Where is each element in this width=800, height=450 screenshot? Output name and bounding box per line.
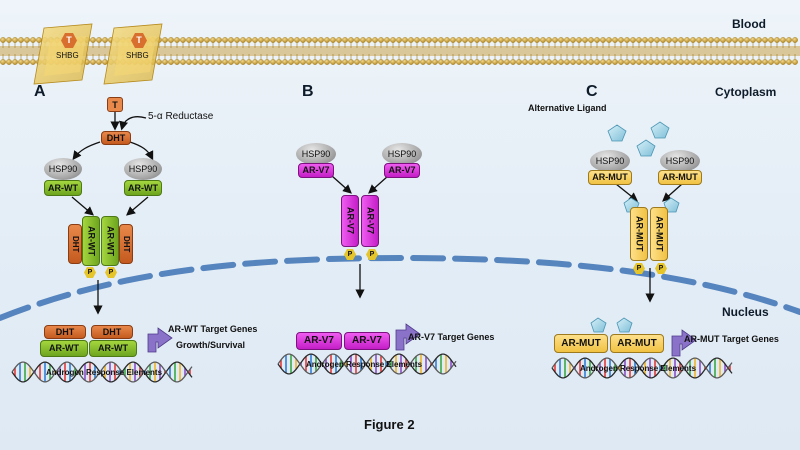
hsp90-a-left: HSP90 (44, 158, 82, 180)
are-label-a: Androgen Response Elements (46, 368, 163, 377)
hsp90-a-right: HSP90 (124, 158, 162, 180)
shbg-carrier-2 (103, 23, 163, 85)
reductase-label: 5-α Reductase (148, 111, 214, 122)
alternative-ligands (590, 121, 680, 333)
panel-b-letter: B (302, 83, 314, 100)
nucleus-label: Nucleus (722, 305, 769, 319)
are-label-c: Androgen Response Elements (580, 364, 697, 373)
ar-wt-dna-left: AR-WT (40, 340, 88, 357)
phospho-a-right: P (105, 267, 117, 278)
shbg-label-2: SHBG (126, 51, 149, 60)
dht-dna-right: DHT (91, 325, 133, 339)
ar-wt-dimer-left: AR-WT (82, 216, 100, 266)
ar-mut-c-right: AR-MUT (658, 170, 702, 185)
ar-mut-dna-right: AR-MUT (610, 334, 664, 353)
ar-v7-b-right: AR-V7 (384, 163, 420, 178)
shbg-hormone-1: T (61, 33, 77, 48)
nuclear-envelope (0, 254, 800, 321)
phospho-a-left: P (84, 267, 96, 278)
dht-product-box: DHT (101, 131, 131, 145)
ar-mut-dimer-left: AR-MUT (630, 207, 648, 261)
ar-mut-dimer-right: AR-MUT (650, 207, 668, 261)
alternative-ligand-label: Alternative Ligand (528, 103, 607, 113)
phospho-c-right: P (655, 263, 667, 274)
ar-v7-dna-left: AR-V7 (296, 332, 342, 350)
dht-dimer-right: DHT (119, 224, 133, 264)
ar-wt-a-right: AR-WT (124, 180, 162, 196)
hsp90-b-left: HSP90 (296, 143, 336, 165)
ar-v7-target-genes: AR-V7 Target Genes (408, 332, 495, 342)
growth-survival-label: Growth/Survival (176, 340, 246, 350)
ar-v7-dimer-left: AR-V7 (341, 195, 359, 247)
ar-wt-dimer-right: AR-WT (101, 216, 119, 266)
shbg-carrier-1 (33, 23, 93, 85)
panel-c-letter: C (586, 83, 598, 100)
ar-wt-target-genes: AR-WT Target Genes (168, 324, 258, 334)
dht-dimer-left: DHT (68, 224, 82, 264)
gene-activation-arrows (147, 323, 697, 357)
ar-v7-b-left: AR-V7 (298, 163, 334, 178)
dna-helix-a (11, 361, 193, 383)
ar-wt-a-left: AR-WT (44, 180, 82, 196)
shbg-label-1: SHBG (56, 51, 79, 60)
dht-dna-left: DHT (44, 325, 86, 339)
panel-c-arrows (615, 183, 683, 303)
phospho-b-right: P (366, 249, 378, 260)
testosterone-box: T (107, 97, 123, 112)
hsp90-c-right: HSP90 (660, 150, 700, 172)
ar-mut-c-left: AR-MUT (588, 170, 632, 185)
hsp90-c-left: HSP90 (590, 150, 630, 172)
figure-caption: Figure 2 (364, 417, 415, 432)
cell-membrane (0, 37, 800, 65)
phospho-b-left: P (344, 249, 356, 260)
ar-mut-target-genes: AR-MUT Target Genes (684, 334, 779, 344)
ar-mut-dna-left: AR-MUT (554, 334, 608, 353)
panel-a-arrows (71, 112, 154, 315)
dna-helix-b (277, 353, 457, 375)
blood-label: Blood (732, 17, 766, 31)
phospho-c-left: P (633, 263, 645, 274)
hsp90-b-right: HSP90 (382, 143, 422, 165)
ar-v7-dimer-right: AR-V7 (361, 195, 379, 247)
shbg-hormone-2: T (131, 33, 147, 48)
panel-a-letter: A (34, 83, 46, 100)
ar-v7-dna-right: AR-V7 (344, 332, 390, 350)
ar-wt-dna-right: AR-WT (89, 340, 137, 357)
are-label-b: Androgen Response Elements (306, 360, 423, 369)
dna-helix-c (551, 357, 733, 379)
panel-b-arrows (331, 175, 389, 299)
cytoplasm-label: Cytoplasm (715, 85, 777, 99)
